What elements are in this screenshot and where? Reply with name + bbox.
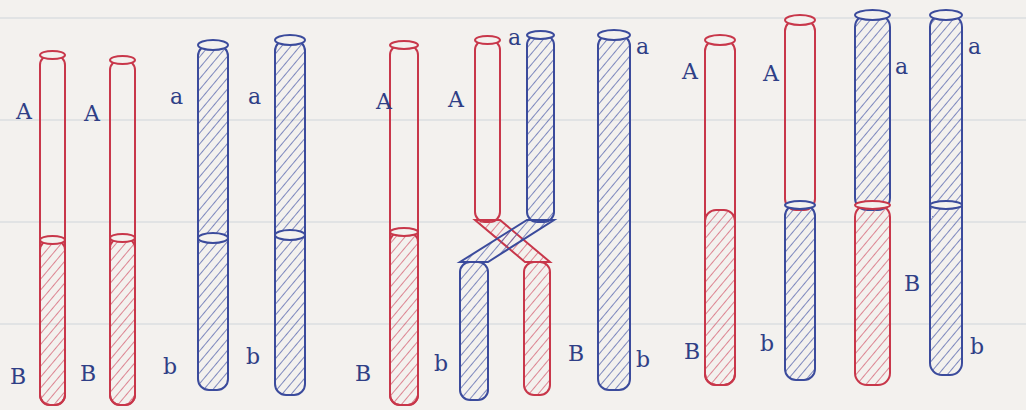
allele-label: a [170, 85, 183, 109]
allele-label: b [636, 348, 650, 372]
allele-label: a [895, 55, 908, 79]
allele-label: A [376, 90, 392, 114]
allele-label: B [355, 362, 371, 386]
allele-label: B [904, 272, 920, 296]
allele-label: B [10, 365, 26, 389]
allele-label: a [636, 35, 649, 59]
allele-label: b [246, 345, 260, 369]
allele-label: a [248, 85, 261, 109]
allele-label: b [970, 335, 984, 359]
allele-label: b [434, 352, 448, 376]
allele-label: A [682, 60, 698, 84]
allele-label: A [16, 100, 32, 124]
allele-label: a [508, 26, 521, 50]
allele-label: B [80, 362, 96, 386]
allele-label: B [684, 340, 700, 364]
allele-label: A [448, 88, 464, 112]
allele-label: b [760, 332, 774, 356]
allele-label: b [163, 355, 177, 379]
allele-label: a [968, 35, 981, 59]
allele-label: A [763, 62, 779, 86]
allele-label: B [568, 342, 584, 366]
allele-label: A [84, 102, 100, 126]
